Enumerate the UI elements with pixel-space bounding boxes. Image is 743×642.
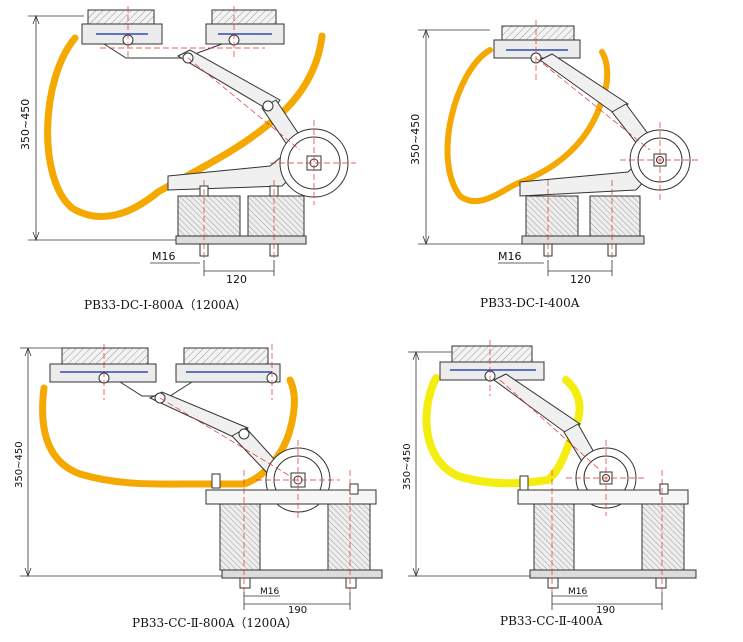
cable-3 xyxy=(39,376,298,488)
top-contacts-2 xyxy=(493,25,581,64)
height-dimension-3 xyxy=(20,346,222,578)
insulator-base-1 xyxy=(175,185,307,257)
caption-panel-4: PB33-CC-Ⅱ-400A xyxy=(500,614,603,628)
panel-1: 350~450 xyxy=(19,6,356,286)
height-dimension-4 xyxy=(408,350,540,578)
spacing-dimension-2 xyxy=(498,260,613,276)
caption-panel-3: PB33-CC-Ⅱ-800A（1200A） xyxy=(132,616,298,630)
spacing-label-2: 120 xyxy=(570,273,591,286)
panel-3: 350~450 xyxy=(14,344,383,616)
height-dimension-2 xyxy=(418,28,528,246)
spacing-label-1: 120 xyxy=(226,273,247,286)
insulator-column-4 xyxy=(517,475,697,589)
center-lines-3 xyxy=(103,344,351,596)
center-lines-2 xyxy=(535,20,700,262)
height-label-3: 350~450 xyxy=(14,441,25,488)
spacing-label-3: 190 xyxy=(288,605,307,616)
cable-1 xyxy=(44,32,326,221)
height-label-4: 350~450 xyxy=(402,443,413,490)
lever-arm-3 xyxy=(148,391,285,479)
caption-panel-1: PB33-DC-Ⅰ-800A（1200A） xyxy=(84,298,247,312)
panel-2: 350~450 xyxy=(409,20,700,286)
pulley-wheel-1 xyxy=(279,128,349,198)
bolt-label-4: M16 xyxy=(568,587,587,597)
bolt-label-1: M16 xyxy=(152,250,176,263)
top-contacts-3 xyxy=(49,347,281,397)
spacing-label-4: 190 xyxy=(596,605,615,616)
spacing-dimension-1 xyxy=(150,260,275,276)
cable-4 xyxy=(422,374,584,488)
height-dimension-1 xyxy=(28,14,180,242)
top-contacts-1 xyxy=(81,9,285,59)
center-lines-4 xyxy=(489,340,663,596)
panel-4: 350~450 xyxy=(402,340,697,616)
bolt-label-3: M16 xyxy=(260,587,279,597)
spacing-dimension-3 xyxy=(243,592,351,610)
insulator-column-3 xyxy=(205,473,383,589)
height-label-1: 350~450 xyxy=(19,99,32,150)
caption-panel-2: PB33-DC-Ⅰ-400A xyxy=(480,296,580,310)
insulator-base-2 xyxy=(521,195,645,257)
spacing-dimension-4 xyxy=(551,592,663,610)
top-contacts-4 xyxy=(439,345,545,382)
bolt-label-2: M16 xyxy=(498,250,522,263)
center-lines-1 xyxy=(100,6,356,262)
height-label-2: 350~450 xyxy=(409,114,422,165)
